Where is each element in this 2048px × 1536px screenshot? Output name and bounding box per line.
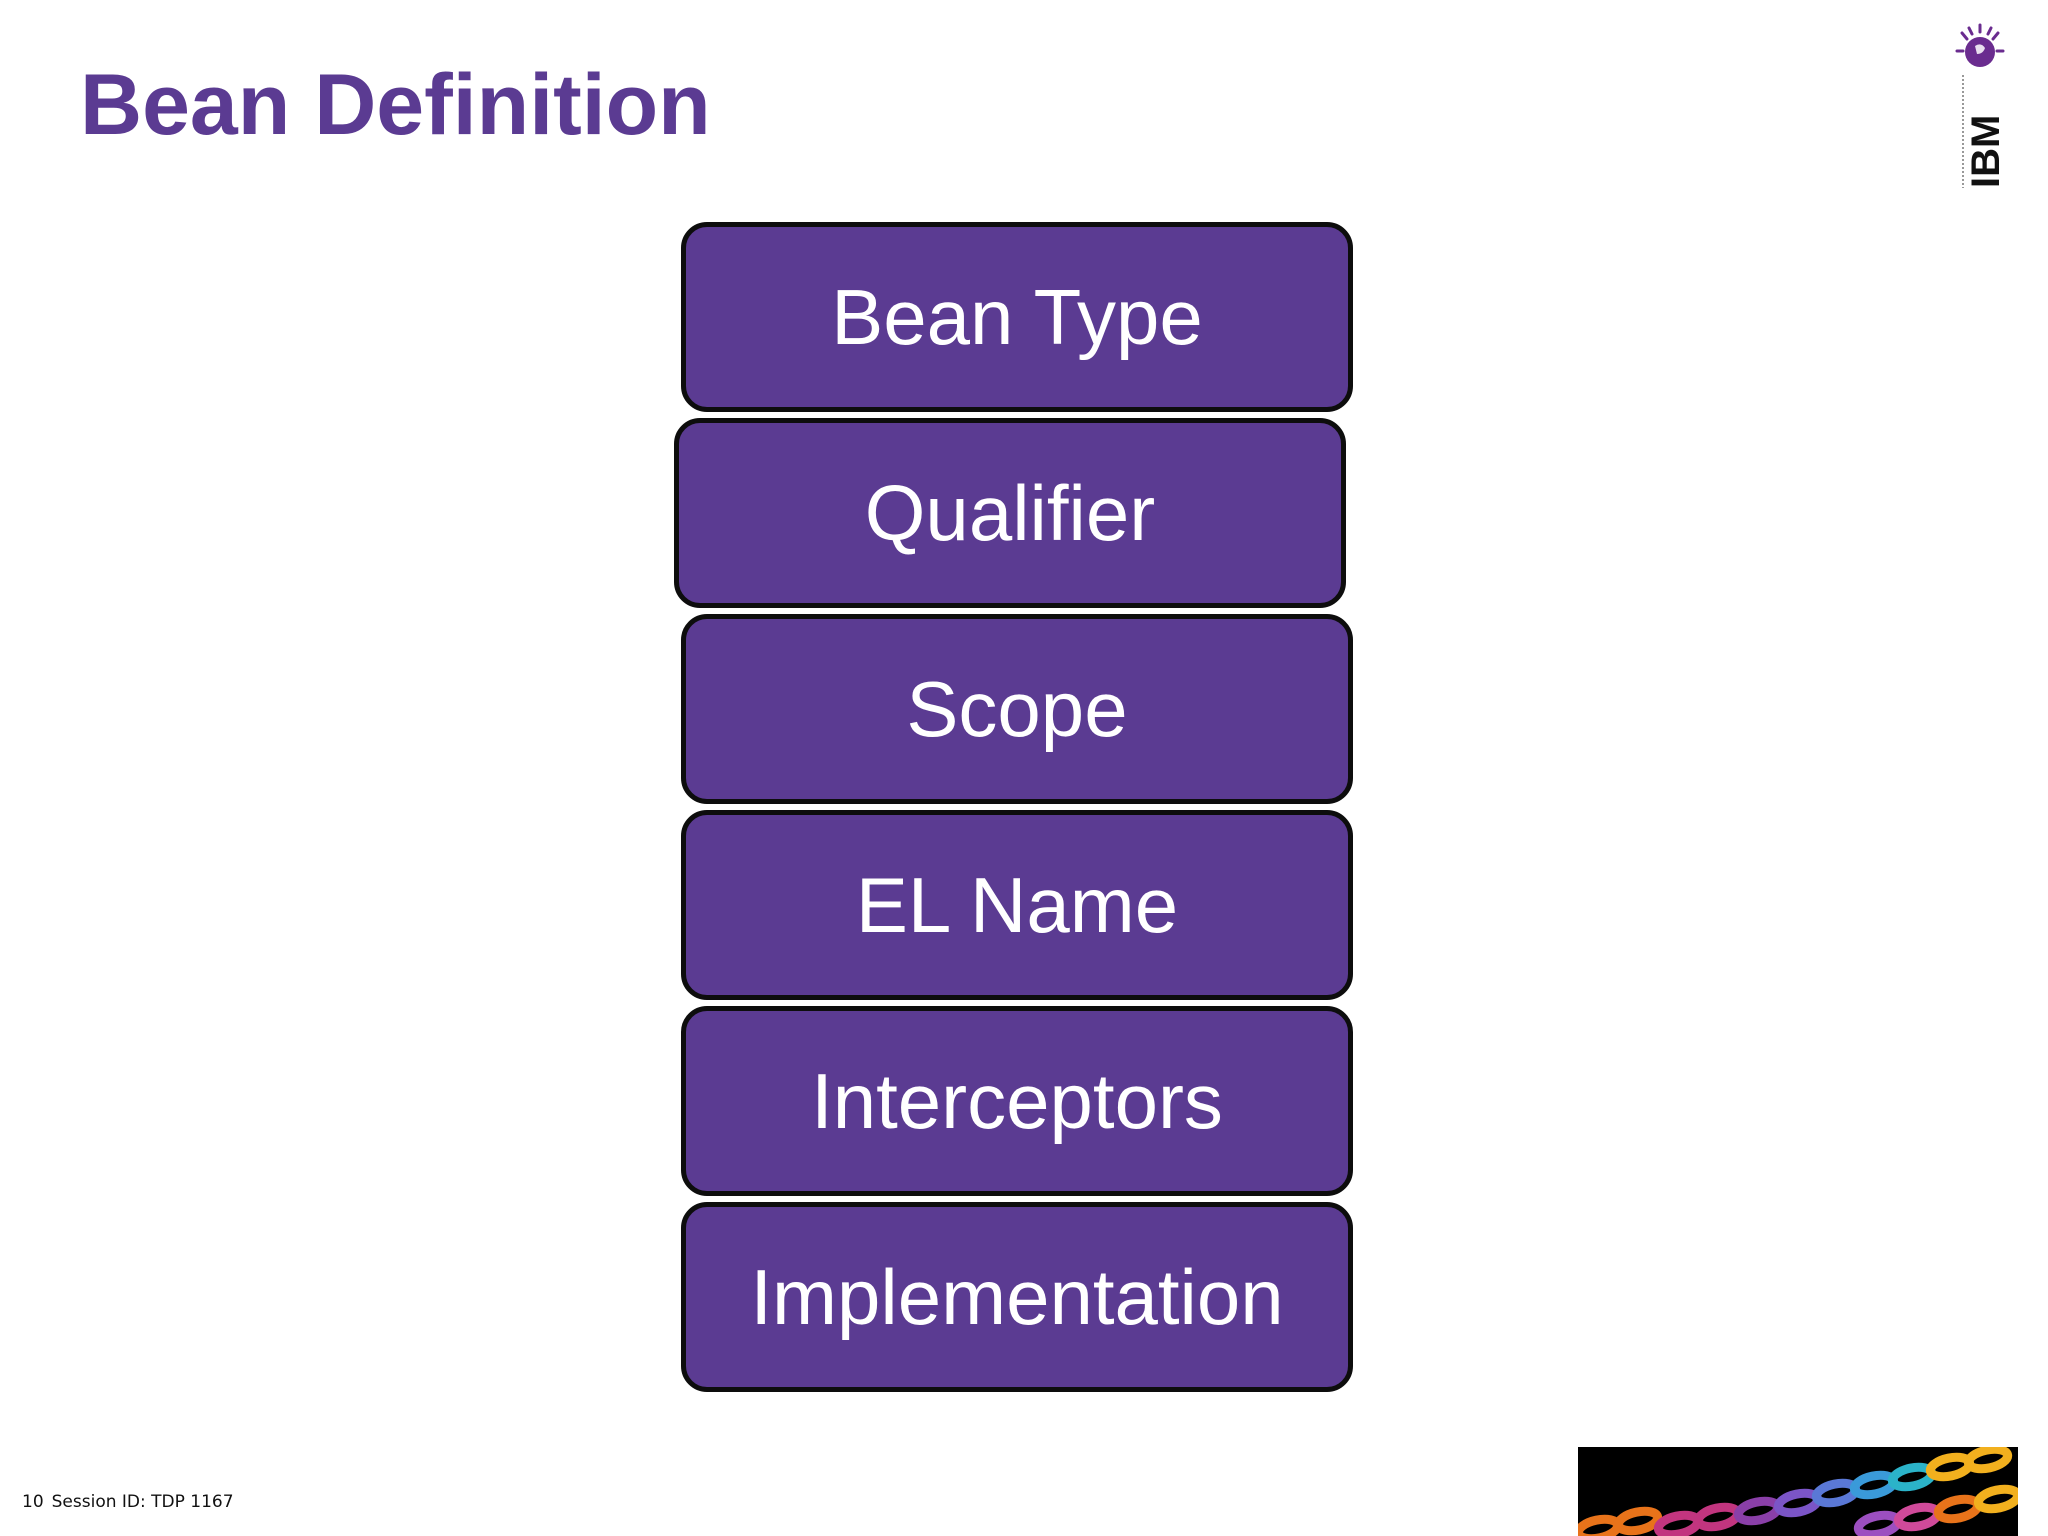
- scope-block: Scope: [681, 614, 1353, 804]
- el-name-block: EL Name: [681, 810, 1353, 1000]
- block-label: Bean Type: [831, 272, 1203, 361]
- qualifier-block: Qualifier: [674, 418, 1346, 608]
- page-number: 10: [22, 1492, 44, 1512]
- block-label: Interceptors: [811, 1056, 1223, 1145]
- interceptors-block: Interceptors: [681, 1006, 1353, 1196]
- block-label: Scope: [906, 664, 1128, 753]
- slide-footer: 10 Session ID: TDP 1167: [22, 1492, 242, 1512]
- block-label: EL Name: [855, 860, 1179, 949]
- ibm-smarter-planet-logo-icon: IBM: [1955, 23, 2005, 188]
- colorful-chain-links-graphic-icon: [1578, 1447, 2018, 1536]
- block-label: Implementation: [750, 1252, 1284, 1341]
- ibm-logo-text: IBM: [1964, 115, 2005, 188]
- bean-type-block: Bean Type: [681, 222, 1353, 412]
- block-label: Qualifier: [864, 468, 1156, 557]
- session-id: Session ID: TDP 1167: [51, 1492, 234, 1512]
- smarter-planet-burst-icon: [1955, 23, 2005, 67]
- slide-title: Bean Definition: [80, 57, 711, 153]
- implementation-block: Implementation: [681, 1202, 1353, 1392]
